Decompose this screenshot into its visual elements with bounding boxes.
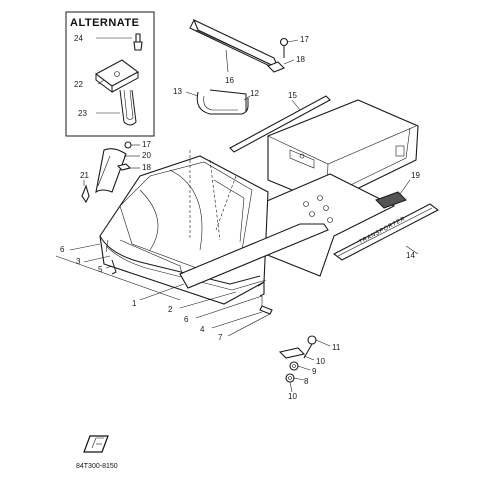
callout-21: 21 (80, 171, 89, 180)
callout-14: 14 (406, 251, 415, 260)
callout-11: 11 (332, 343, 341, 352)
part-18-nut-top (267, 59, 295, 73)
brand-emblem (83, 435, 109, 453)
callout-6-left: 6 (60, 245, 65, 254)
part-17-bolt-left (124, 141, 140, 149)
callout-1: 1 (132, 299, 137, 308)
callout-16: 16 (225, 76, 234, 85)
callout-15: 15 (288, 91, 297, 100)
callout-9: 9 (312, 367, 317, 376)
callout-24: 24 (74, 34, 83, 43)
callout-17-top: 17 (300, 35, 309, 44)
part-12-13-handle (185, 89, 251, 115)
alternate-inset: ALTERNATE (65, 11, 155, 137)
callout-17-left: 17 (142, 140, 151, 149)
alternate-title: ALTERNATE (70, 17, 139, 29)
part-15-trim-strip (229, 95, 331, 153)
callout-18-top: 18 (296, 55, 305, 64)
part-21-tag (81, 180, 90, 204)
callout-19: 19 (411, 171, 420, 180)
drawing-code: 84T300-8150 (76, 463, 118, 470)
leader-lines (55, 243, 271, 337)
callout-2: 2 (168, 305, 173, 314)
part-16-cover (189, 18, 280, 73)
callout-18-left: 18 (142, 163, 151, 172)
callout-12: 12 (250, 89, 259, 98)
callout-6-right: 6 (184, 315, 189, 324)
main-body-tub (99, 99, 419, 305)
callout-4: 4 (200, 325, 205, 334)
callout-13: 13 (173, 87, 182, 96)
callout-22: 22 (74, 80, 83, 89)
callout-3: 3 (76, 257, 81, 266)
callout-5: 5 (98, 265, 103, 274)
callout-20: 20 (142, 151, 151, 160)
part-20-side-guard (95, 148, 140, 194)
part-5-clip (105, 259, 117, 275)
callout-10-upper: 10 (316, 357, 325, 366)
callout-8: 8 (304, 377, 309, 386)
part-7-screw (259, 305, 273, 315)
hardware-cluster (278, 335, 331, 393)
part-4-fastener (257, 280, 265, 308)
part-19-plate (375, 179, 411, 209)
callout-7: 7 (218, 333, 223, 342)
part-17-bolt-top (279, 37, 299, 58)
callout-23: 23 (78, 109, 87, 118)
part-18-nut-left (116, 163, 140, 171)
callout-10-lower: 10 (288, 392, 297, 401)
